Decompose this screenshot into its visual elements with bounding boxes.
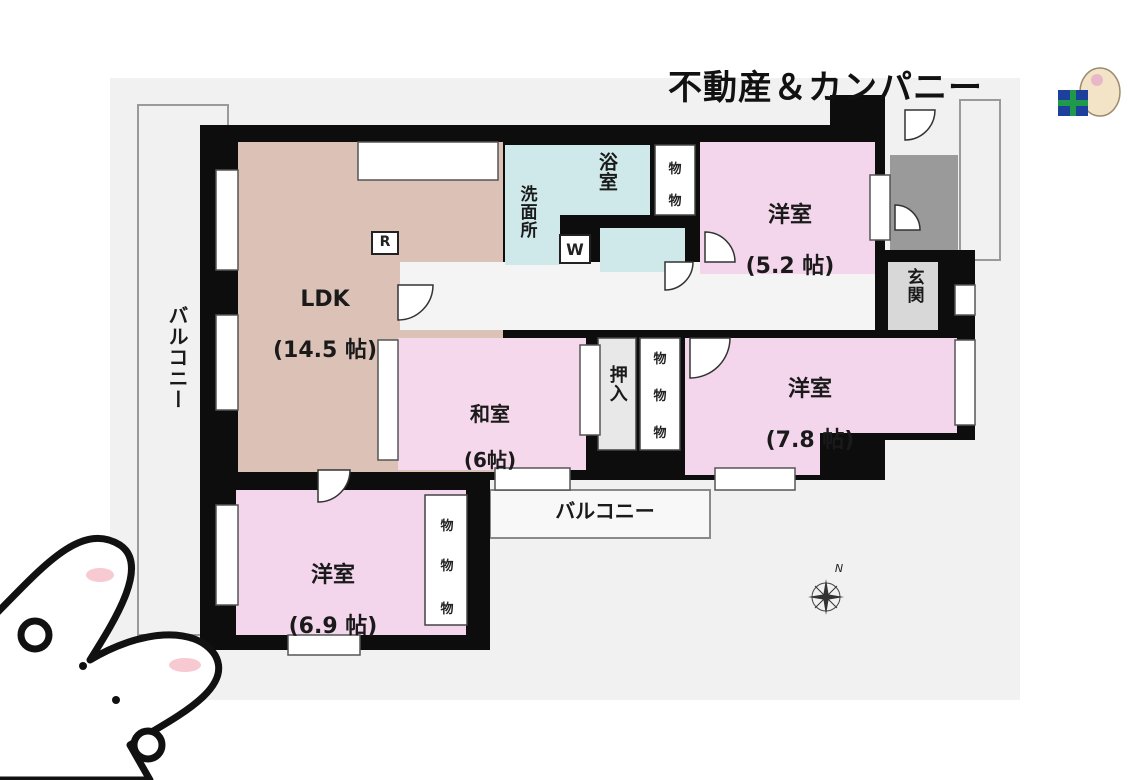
entrance-tile — [890, 155, 958, 250]
door-swings — [317, 109, 936, 503]
oshiire — [597, 337, 637, 451]
storage-label: 物 — [653, 389, 667, 404]
storage-label: 物 — [653, 426, 667, 441]
storage-label: 物 — [440, 559, 454, 574]
north-balcony — [959, 99, 1001, 261]
washer-label: W — [566, 240, 584, 259]
windows — [215, 169, 976, 656]
storage-column-1 — [639, 337, 681, 451]
fridge-box — [371, 231, 399, 255]
western-room-1-size: (5.2 帖) — [745, 253, 835, 279]
ldk-label: LDK (14.5 帖) — [255, 262, 395, 388]
storage-label: 物 — [440, 602, 454, 617]
bunny-mascot-illustration — [0, 535, 223, 780]
storage-column-3 — [424, 494, 468, 626]
western-room-2-size: (7.8 帖) — [765, 427, 855, 453]
bath-room — [560, 145, 650, 215]
western-room-2-name: 洋室 — [787, 377, 832, 403]
compass-north-label: N — [834, 562, 844, 575]
western-room-2-label: 洋室 (7.8 帖) — [745, 352, 875, 478]
west-balcony-label: バルコニー — [165, 305, 189, 410]
ldk-name: LDK — [300, 287, 350, 313]
storage-label: 物 — [440, 519, 454, 534]
washroom — [505, 145, 560, 265]
western-room-3-size: (6.9 帖) — [288, 613, 378, 639]
western-room-3-label: 洋室 (6.9 帖) — [268, 538, 398, 664]
ldk-size: (14.5 帖) — [272, 337, 378, 363]
storage-label: 物 — [668, 162, 682, 177]
western-room-1-label: 洋室 (5.2 帖) — [725, 178, 855, 304]
western-room-2 — [685, 338, 957, 433]
washer-box — [559, 234, 591, 264]
japanese-room-label: 和室 (6帖) — [440, 380, 540, 495]
entrance-room — [888, 262, 938, 330]
south-balcony — [489, 489, 711, 539]
storage-column-2 — [654, 144, 696, 216]
fridge-label: R — [379, 234, 391, 250]
company-name: 不動産＆カンパニー — [668, 68, 983, 108]
entrance-label: 玄関 — [903, 268, 924, 304]
storage-label: 物 — [668, 194, 682, 209]
washroom-label: 洗面所 — [516, 185, 537, 239]
western-room-1-name: 洋室 — [767, 203, 812, 229]
compass-rose — [808, 579, 844, 615]
storage-label: 物 — [653, 352, 667, 367]
japanese-room — [398, 338, 586, 470]
south-balcony-label: バルコニー — [555, 499, 655, 523]
sheep-gift-icon — [1058, 67, 1121, 117]
kitchen-counter — [357, 141, 499, 181]
oshiire-label: 押入 — [606, 365, 628, 403]
japanese-room-size: (6帖) — [463, 448, 517, 472]
japanese-room-name: 和室 — [470, 402, 510, 426]
bath-label: 浴室 — [595, 152, 618, 192]
western-room-3-name: 洋室 — [310, 563, 355, 589]
